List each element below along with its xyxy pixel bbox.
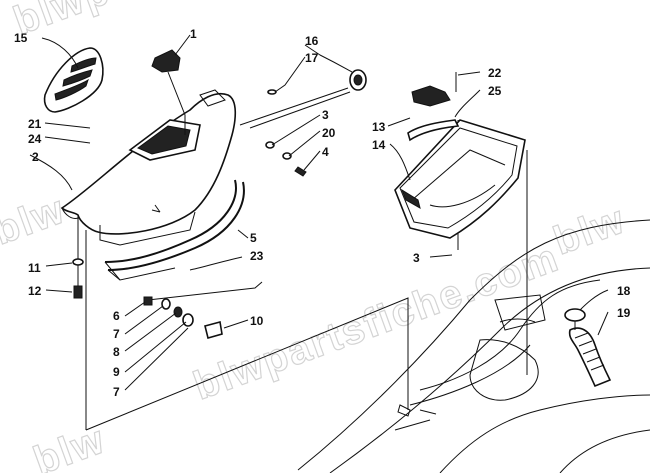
callout-13: 13 — [372, 120, 386, 134]
seat-hardware — [265, 141, 307, 177]
callout-4: 4 — [322, 145, 329, 159]
hood-background — [297, 219, 650, 473]
callout-16: 16 — [305, 34, 319, 48]
watermark-right: blw — [548, 197, 631, 263]
latch-part — [151, 49, 186, 135]
callout-21: 21 — [28, 117, 42, 131]
trim-strip — [104, 179, 245, 281]
hose-part — [564, 308, 612, 388]
callout-7-lower: 7 — [113, 385, 120, 399]
callout-10: 10 — [250, 314, 264, 328]
lower-hardware — [72, 258, 263, 339]
pad-part — [43, 47, 104, 113]
callout-7-upper: 7 — [113, 327, 120, 341]
watermark-bottom: blw — [28, 417, 111, 473]
callout-15: 15 — [14, 31, 28, 45]
callout-18: 18 — [617, 284, 631, 298]
callout-25: 25 — [488, 84, 502, 98]
callout-9: 9 — [113, 365, 120, 379]
seat-assembly — [60, 89, 237, 246]
callout-19: 19 — [617, 306, 631, 320]
assembly-lines — [77, 120, 528, 431]
callout-1: 1 — [190, 27, 197, 41]
callout-23: 23 — [250, 249, 264, 263]
grommet-part — [239, 69, 367, 129]
callout-3-upper: 3 — [322, 108, 329, 122]
callout-14: 14 — [372, 138, 386, 152]
callout-5: 5 — [250, 231, 257, 245]
leader-lines — [29, 34, 609, 391]
callout-17: 17 — [305, 51, 319, 65]
callout-2: 2 — [32, 150, 39, 164]
callout-3-lower: 3 — [413, 251, 420, 265]
callout-6: 6 — [113, 309, 120, 323]
callout-24: 24 — [28, 132, 42, 146]
callout-11: 11 — [28, 261, 41, 275]
callout-12: 12 — [28, 284, 42, 298]
strap-part — [407, 72, 460, 142]
watermark-left: blw — [0, 187, 71, 253]
callout-22: 22 — [488, 66, 502, 80]
callout-20: 20 — [322, 126, 336, 140]
storage-bin — [394, 119, 526, 239]
callout-labels: 1 2 3 3 4 5 6 7 7 8 9 10 11 12 13 14 15 … — [14, 27, 631, 399]
callout-8: 8 — [113, 345, 120, 359]
